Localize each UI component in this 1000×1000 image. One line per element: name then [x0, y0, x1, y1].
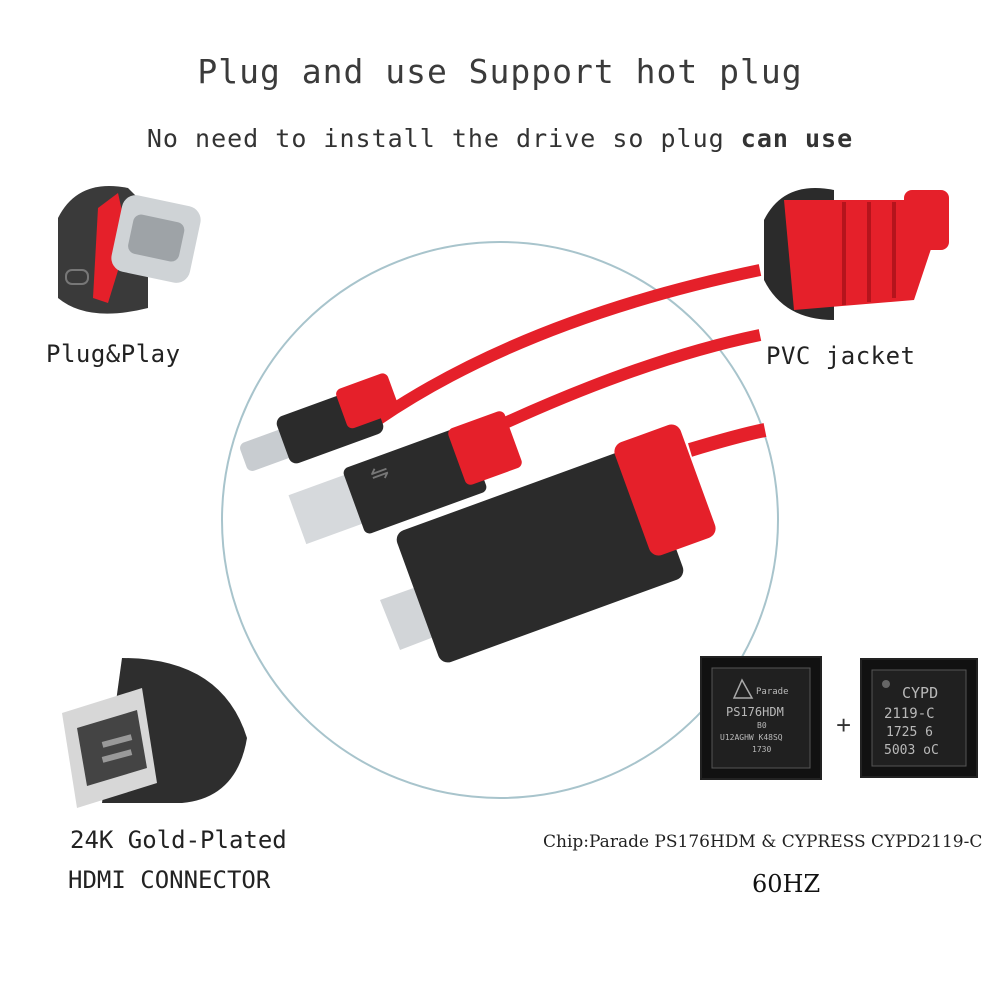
chip1-line1: Parade	[756, 687, 789, 697]
product-circle: ⇋	[221, 241, 779, 799]
pvc-jacket-label: PVC jacket	[766, 342, 916, 370]
chip2-line4: 5003 oC	[884, 743, 939, 758]
usb-c-connector-icon	[58, 186, 201, 314]
hdmi-connector-label: HDMI CONNECTOR	[68, 866, 271, 894]
plus-sign: +	[836, 710, 852, 740]
page-title: Plug and use Support hot plug	[197, 52, 803, 91]
chip1-line3: B0	[757, 721, 767, 730]
plug-play-label: Plug&Play	[46, 340, 181, 368]
gold-plated-label: 24K Gold-Plated	[70, 826, 287, 854]
hdmi-connector-icon	[62, 658, 247, 808]
page-subtitle: No need to install the drive so plug can…	[0, 124, 1000, 153]
refresh-rate-label: 60HZ	[752, 870, 821, 898]
chip-parade: Parade PS176HDM B0 U12AGHW K48SQ 1730	[700, 656, 822, 780]
chip-caption: Chip:Parade PS176HDM & CYPRESS CYPD2119-…	[543, 832, 983, 852]
chip2-line3: 1725 6	[886, 725, 933, 740]
chip1-line2: PS176HDM	[726, 705, 784, 719]
usb-a-plug: ⇋	[288, 411, 522, 545]
subtitle-plain: No need to install the drive so plug	[146, 124, 741, 153]
pvc-jacket-icon	[764, 188, 949, 320]
chip2-line1: CYPD	[902, 684, 938, 702]
chip2-line2: 2119-C	[884, 706, 935, 722]
usb-c-plug	[240, 373, 399, 471]
subtitle-bold: can use	[740, 124, 854, 153]
chip1-line5: 1730	[752, 745, 771, 754]
hdmi-plug	[380, 424, 716, 663]
chip-cypress: CYPD 2119-C 1725 6 5003 oC	[860, 658, 978, 778]
chip1-line4: U12AGHW K48SQ	[720, 733, 783, 742]
